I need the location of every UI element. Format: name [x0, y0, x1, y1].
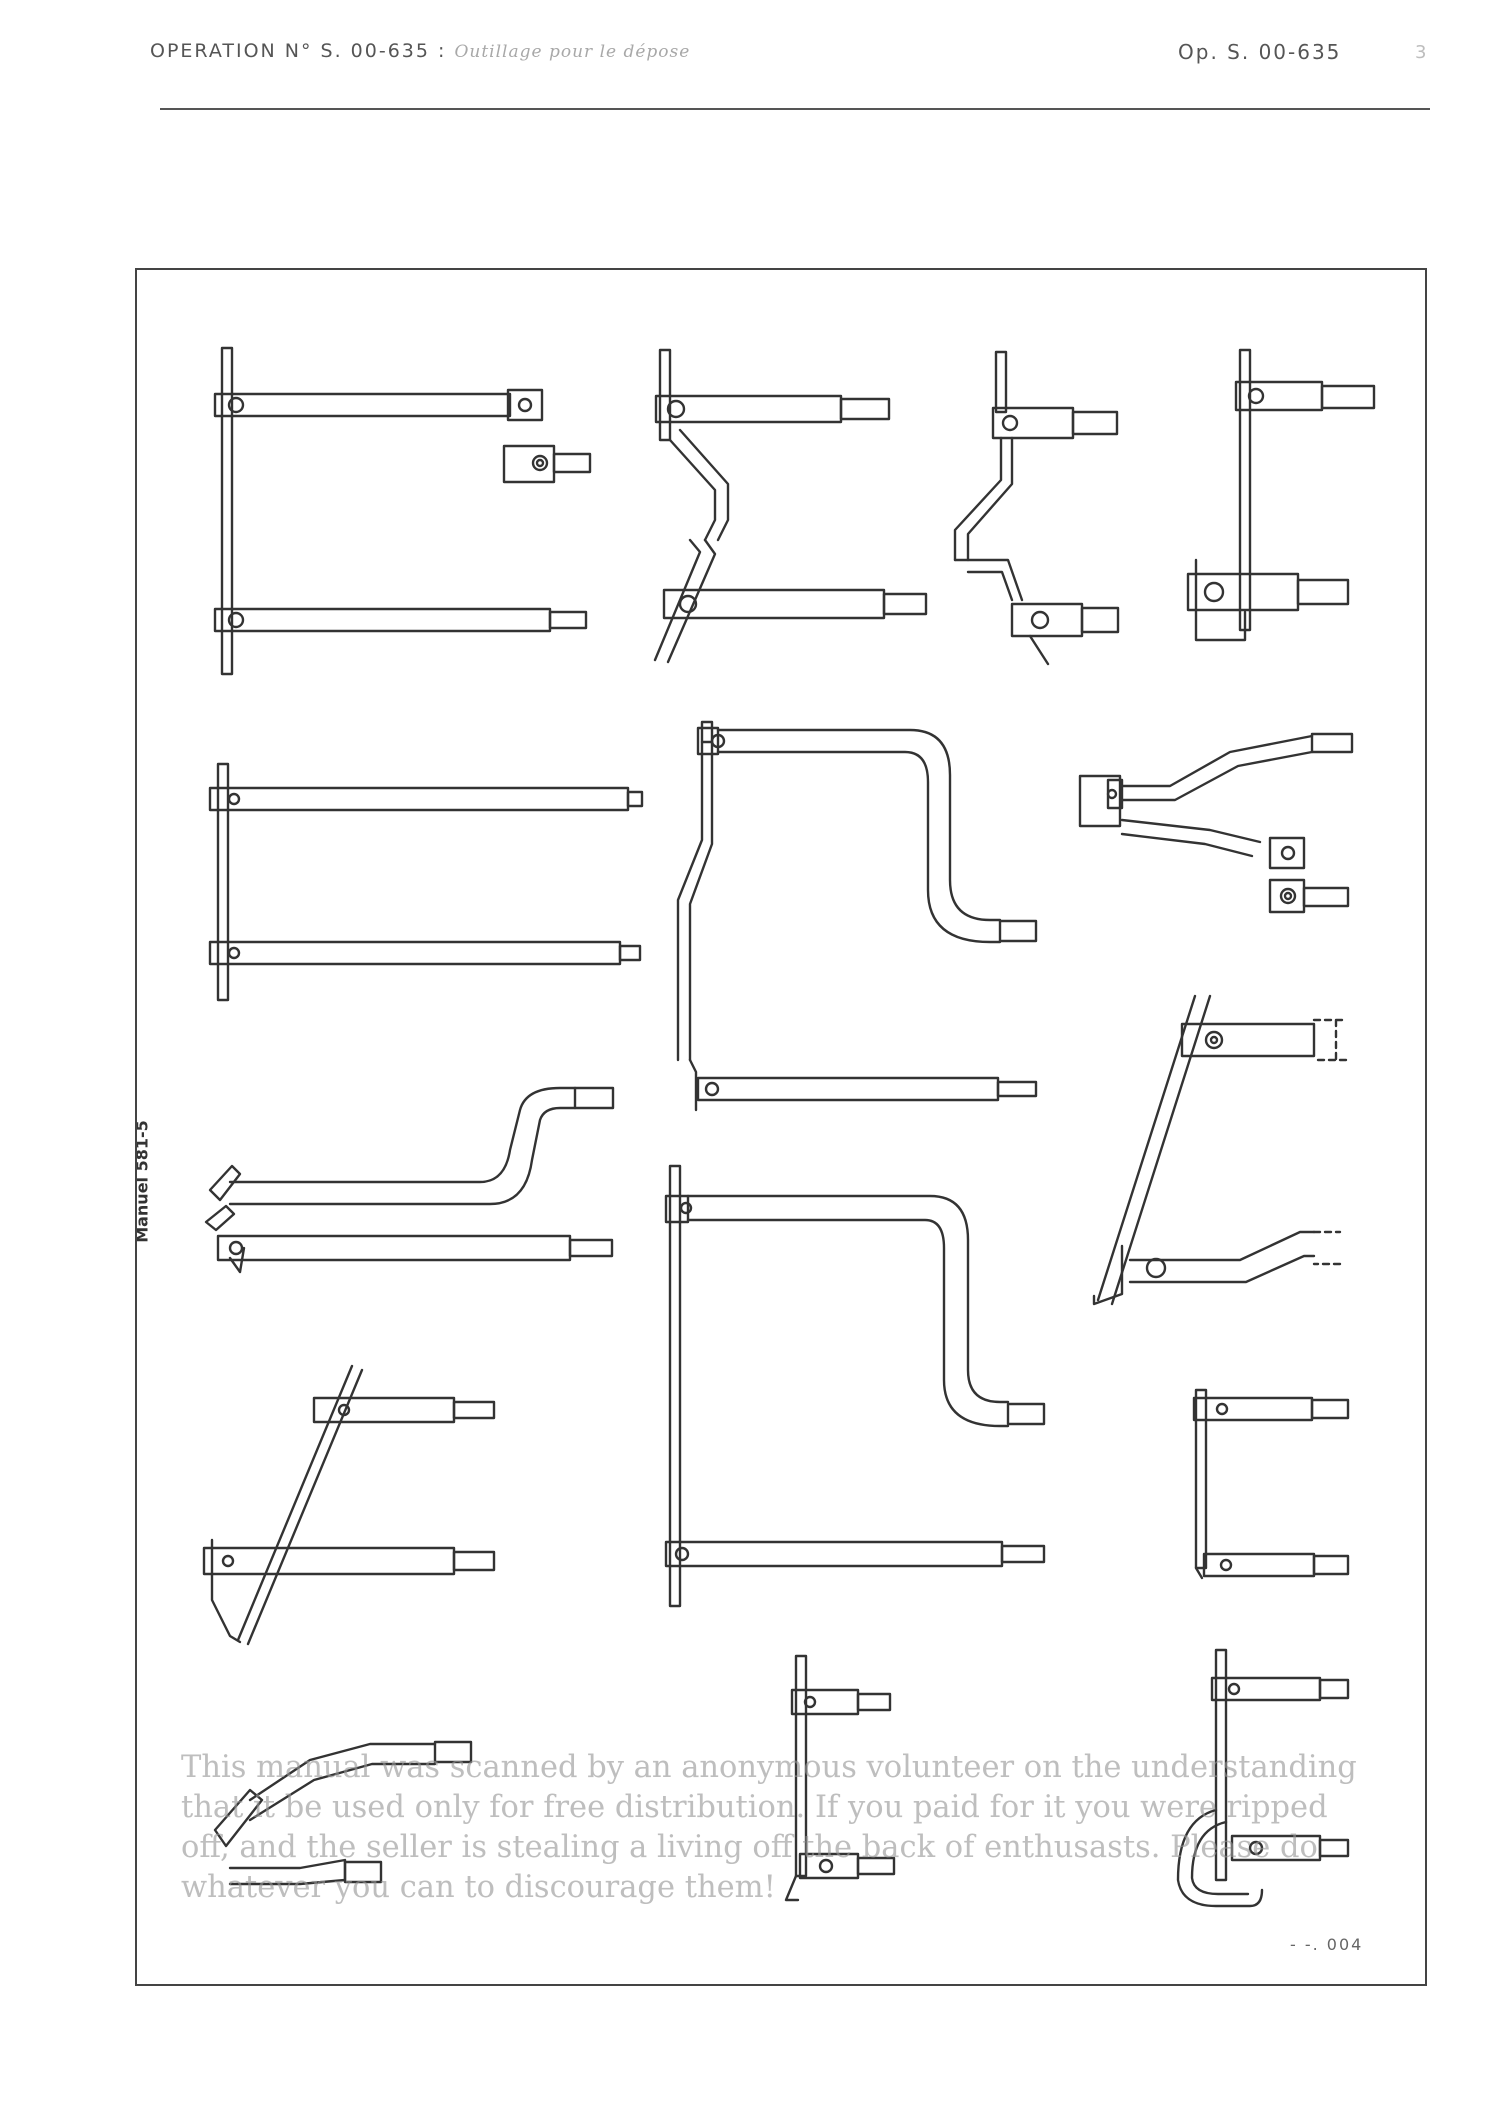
- header-subtitle: Outillage pour le dépose: [454, 42, 691, 62]
- tool-15: [1176, 1648, 1350, 1908]
- tool-12: [202, 1364, 496, 1646]
- tool-11: [1192, 1388, 1350, 1580]
- tool-8: [1092, 994, 1348, 1306]
- tool-13: [213, 1740, 473, 1886]
- page-number: 3: [1415, 42, 1427, 63]
- scan-disclaimer-watermark: This manual was scanned by an anonymous …: [181, 1750, 1357, 1905]
- tool-3: [953, 350, 1120, 666]
- tool-9: [204, 1086, 615, 1274]
- tool-4: [1186, 348, 1376, 642]
- header-rule: [160, 108, 1430, 110]
- tool-5: [208, 762, 644, 1002]
- figure-reference: - -. 004: [1290, 1935, 1364, 1954]
- figure-frame: [135, 268, 1427, 1986]
- header-operation-number: OPERATION N° S. 00-635 :: [150, 40, 447, 62]
- header-left: OPERATION N° S. 00-635 : Outillage pour …: [150, 40, 690, 62]
- header-right: Op. S. 00-635: [1178, 40, 1342, 64]
- tool-2: [653, 348, 928, 664]
- tool-1: [213, 346, 592, 676]
- tool-10: [664, 1164, 1046, 1608]
- tool-14: [784, 1654, 896, 1902]
- tool-7: [1078, 732, 1354, 914]
- tool-6: [676, 720, 1038, 1112]
